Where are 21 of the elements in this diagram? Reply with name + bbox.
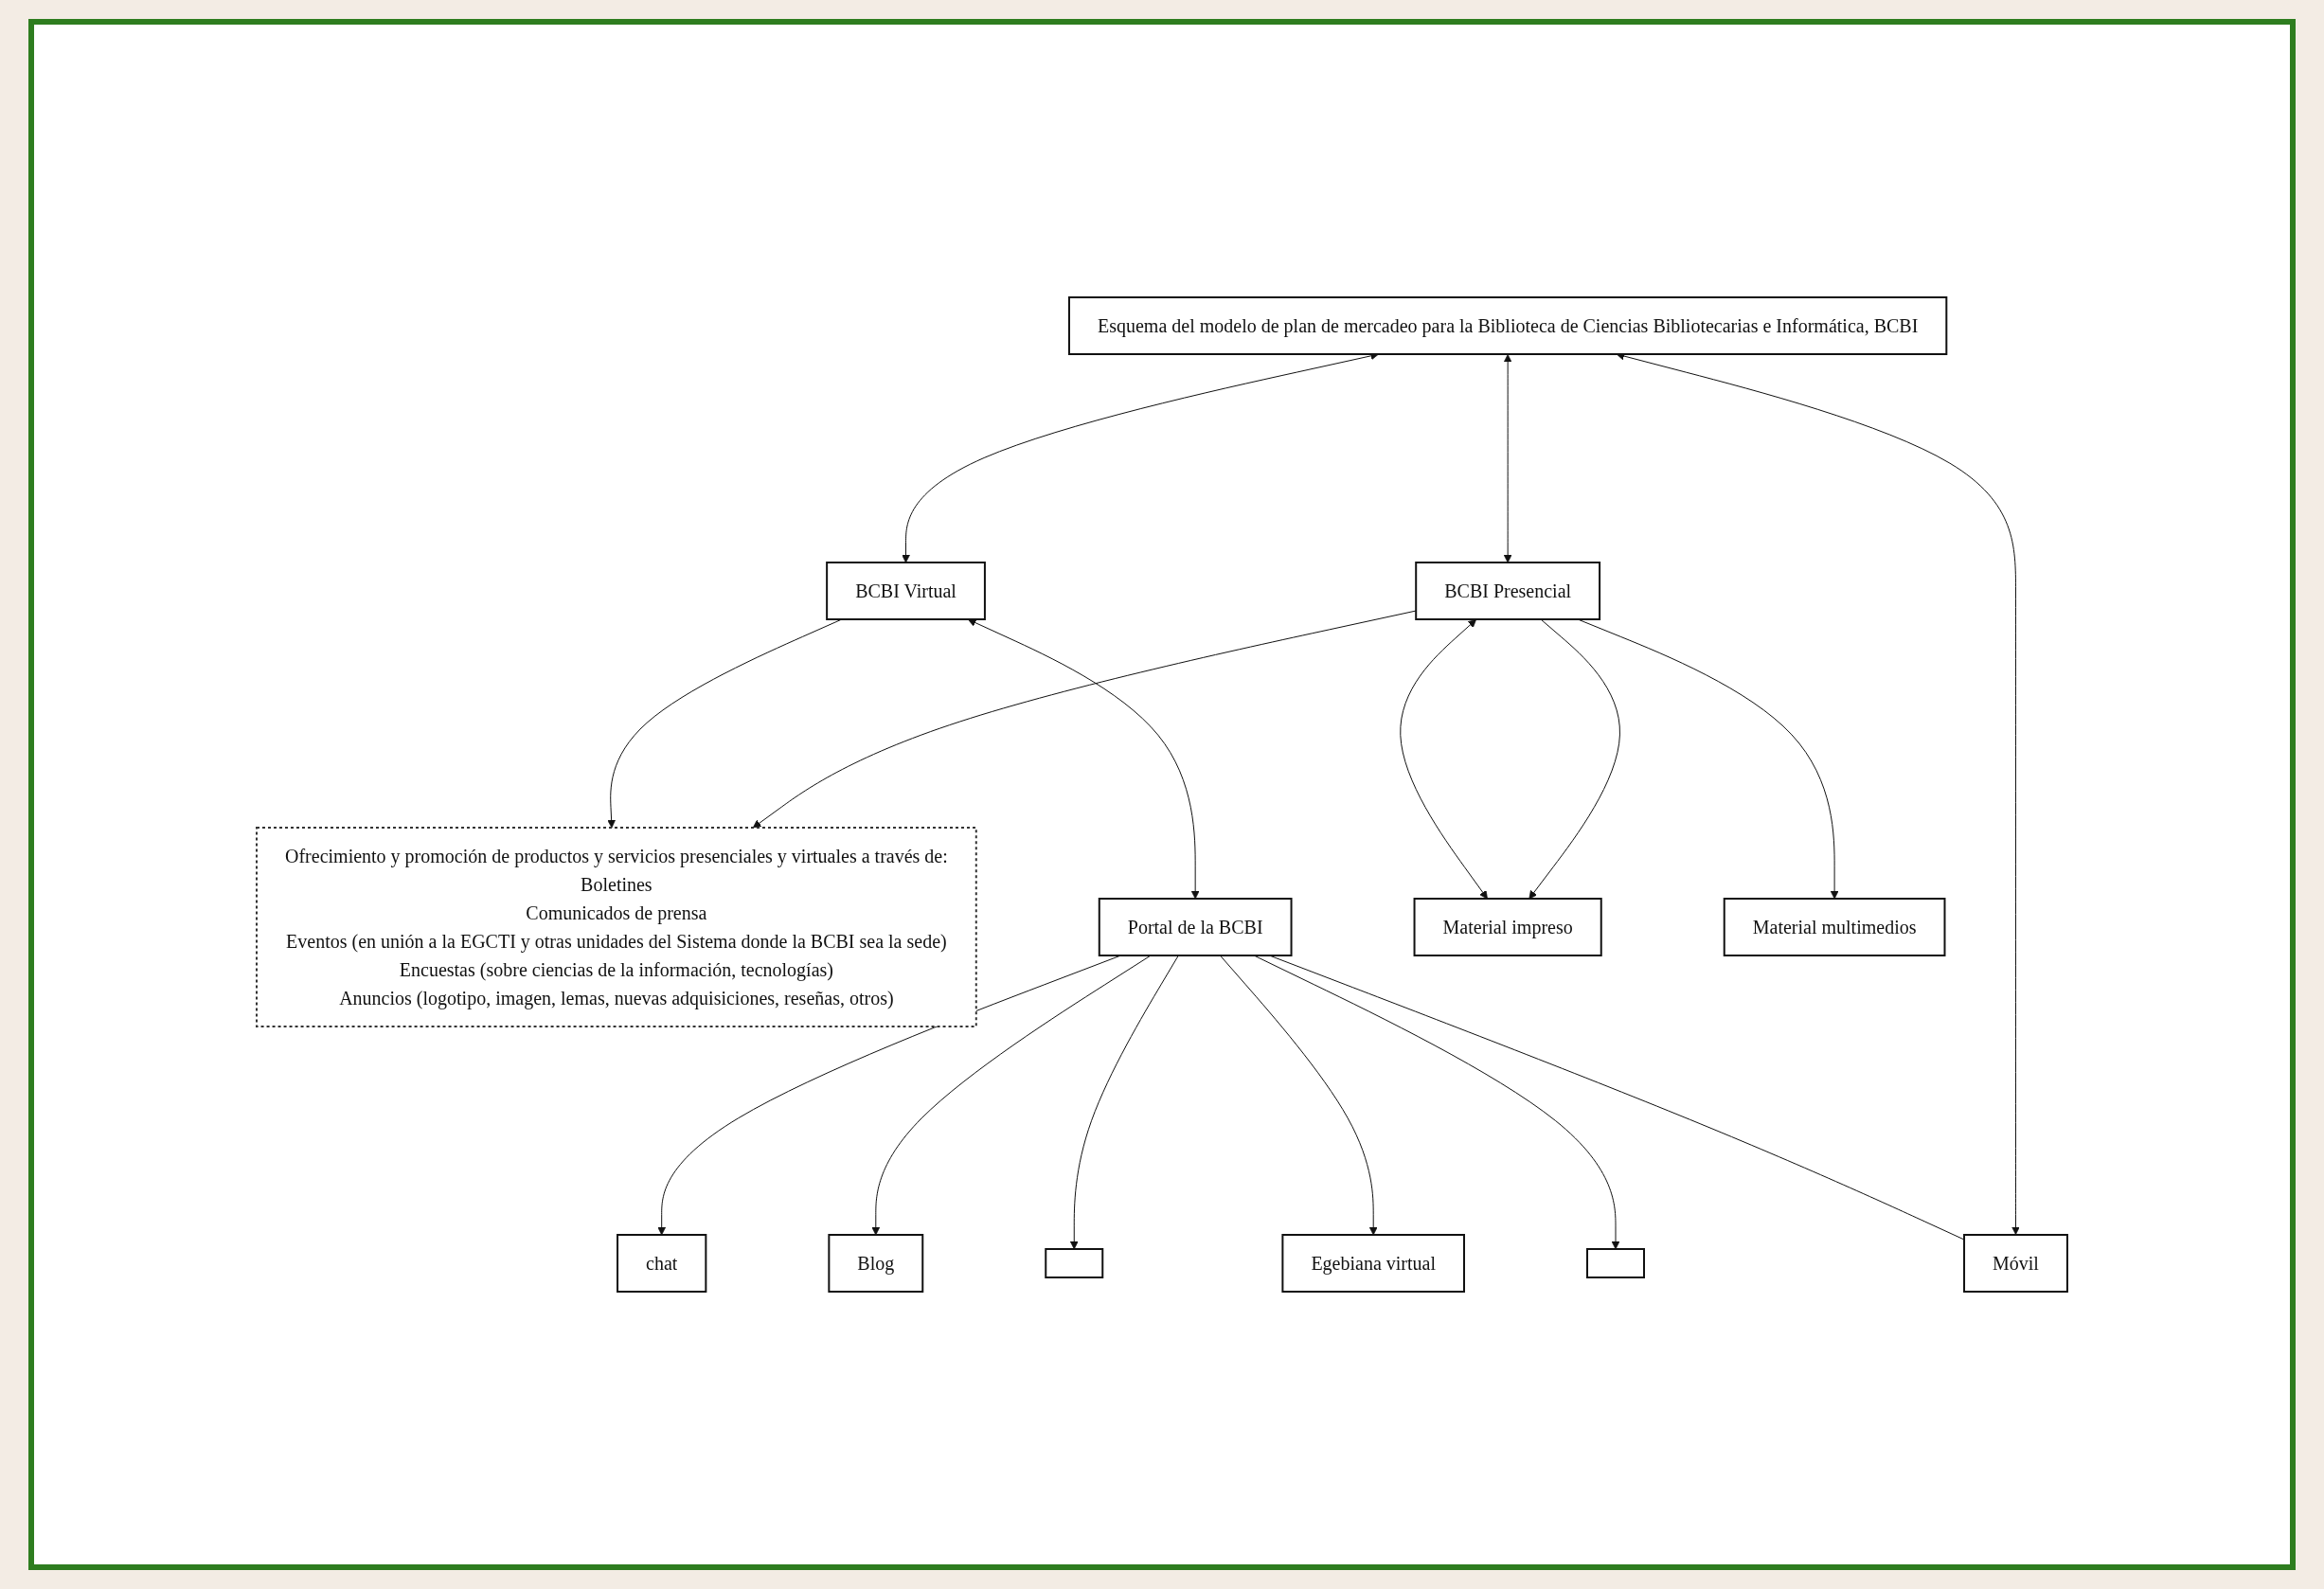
node-box: [1586, 1248, 1646, 1278]
node-box: BCBI Virtual: [826, 562, 986, 620]
node-box: Móvil: [1963, 1234, 2068, 1293]
node-box: [1045, 1248, 1104, 1278]
node-box: Portal de la BCBI: [1098, 898, 1293, 956]
node-box: Esquema del modelo de plan de mercadeo para la Biblioteca de Ciencias Bibliotecarias e Informática, BCBI: [1068, 296, 1948, 355]
arrow: [1400, 618, 1488, 900]
arrow: [1528, 618, 1620, 900]
arrow: [1069, 955, 1179, 1250]
arrow: [871, 955, 1152, 1236]
node-box: Material multimedios: [1723, 898, 1946, 956]
node-box: Material impreso: [1413, 898, 1602, 956]
node-box: Egebiana virtual: [1281, 1234, 1466, 1293]
node-box: BCBI Presencial: [1415, 562, 1601, 620]
arrow: [968, 618, 1200, 900]
arrow: [1219, 955, 1378, 1236]
node-box: Blog: [828, 1234, 924, 1293]
node-box: Ofrecimiento y promoción de productos y servicios presenciales y virtuales a través de: Boletines Comunicados de prensa Eventos (en unión a la EGCTI y otras unidades del Sistema donde la BCBI sea la sede) Encuestas (sobre ciencias de la información, tecnologías) Anuncios (logotipo, imagen, lemas, nuevas adquisiciones, reseñas, otros): [256, 827, 977, 1027]
arrow: [1503, 354, 1512, 563]
arrow: [752, 610, 1417, 829]
node-box: chat: [617, 1234, 707, 1293]
